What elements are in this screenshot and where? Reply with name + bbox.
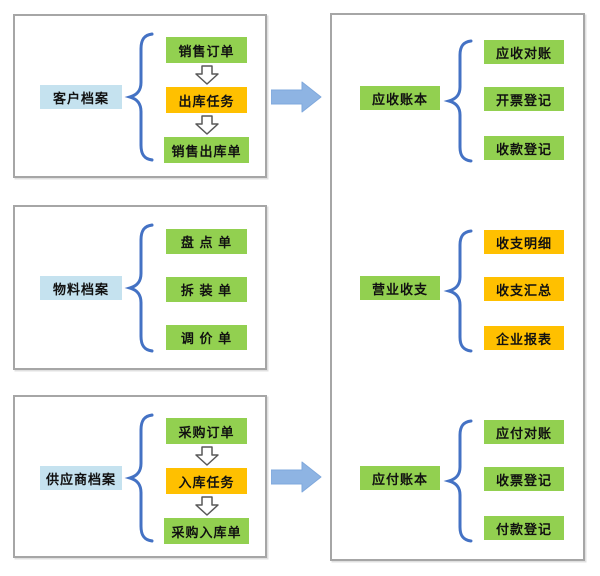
curly-brace-icon	[443, 229, 473, 353]
panel-supplier-files: 供应商档案 采购订单 入库任务 采购入库单	[13, 395, 267, 558]
parent-box-material-files: 物料档案	[40, 276, 122, 300]
box-payable-reconciliation: 应付对账	[484, 420, 564, 444]
box-outbound-task: 出库任务	[166, 87, 247, 113]
box-price-adjustment-note: 调 价 单	[166, 325, 247, 350]
box-purchase-inbound-note: 采购入库单	[164, 518, 249, 544]
section-business-income-expense: 营业收支 收支明细 收支汇总 企业报表	[332, 229, 587, 355]
box-assembly-disassembly-note: 拆 装 单	[166, 277, 247, 302]
parent-box-customer-files: 客户档案	[40, 85, 122, 109]
box-income-expense-detail: 收支明细	[484, 230, 564, 254]
box-stocktake-note: 盘 点 单	[166, 229, 247, 254]
box-invoice-registration: 开票登记	[484, 87, 564, 111]
box-receivable-reconciliation: 应收对账	[484, 40, 564, 64]
curly-brace-icon	[124, 32, 154, 162]
panel-material-files: 物料档案 盘 点 单 拆 装 单 调 价 单	[13, 205, 267, 370]
parent-box-payable-ledger: 应付账本	[360, 466, 440, 490]
down-arrow-icon	[195, 446, 219, 466]
box-purchase-order: 采购订单	[166, 418, 247, 444]
parent-box-supplier-files: 供应商档案	[40, 466, 122, 490]
box-payment-registration: 付款登记	[484, 516, 564, 540]
down-arrow-icon	[195, 496, 219, 516]
down-arrow-icon	[195, 65, 219, 85]
parent-box-receivable-ledger: 应收账本	[360, 86, 440, 110]
box-income-expense-summary: 收支汇总	[484, 277, 564, 301]
box-sales-order: 销售订单	[166, 37, 247, 63]
down-arrow-icon	[195, 115, 219, 135]
parent-box-business-income-expense: 营业收支	[360, 276, 440, 300]
box-enterprise-report: 企业报表	[484, 326, 564, 350]
panel-customer-files: 客户档案 销售订单 出库任务 销售出库单	[13, 14, 267, 178]
box-bill-receipt-registration: 收票登记	[484, 467, 564, 491]
right-arrow-icon	[271, 461, 322, 493]
curly-brace-icon	[443, 39, 473, 163]
panel-finance-ledgers: 应收账本 应收对账 开票登记 收款登记 营业收支 收支明细 收支汇总 企业报表 …	[330, 13, 585, 561]
curly-brace-icon	[124, 413, 154, 543]
box-sales-outbound-note: 销售出库单	[164, 137, 249, 163]
curly-brace-icon	[124, 223, 154, 353]
box-inbound-task: 入库任务	[166, 468, 247, 494]
section-receivable-ledger: 应收账本 应收对账 开票登记 收款登记	[332, 39, 587, 165]
box-collection-registration: 收款登记	[484, 136, 564, 160]
section-payable-ledger: 应付账本 应付对账 收票登记 付款登记	[332, 419, 587, 545]
right-arrow-icon	[271, 81, 322, 113]
curly-brace-icon	[443, 419, 473, 543]
